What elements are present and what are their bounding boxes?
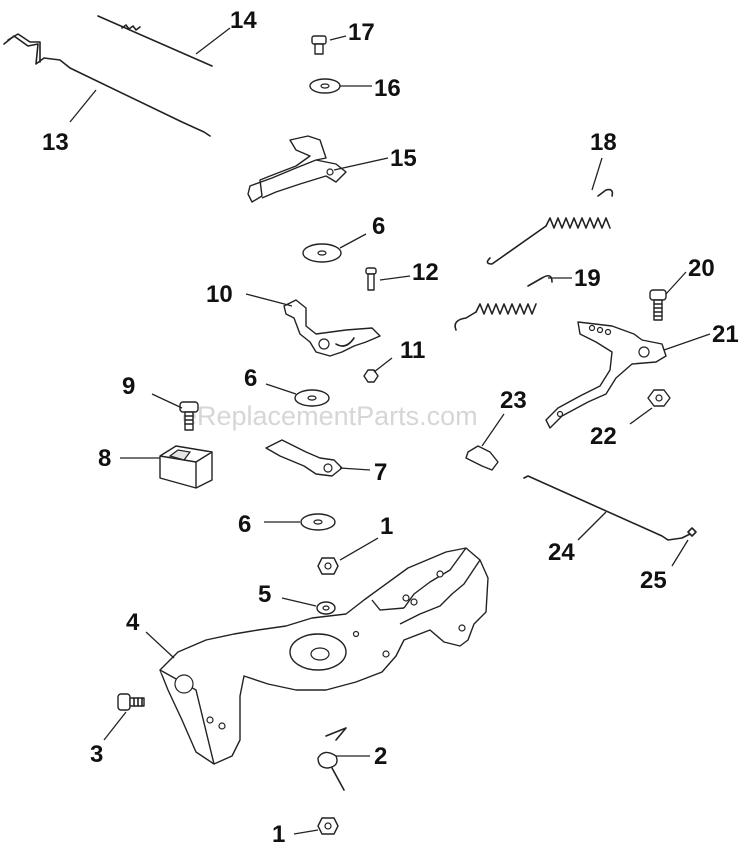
callout-25: 25 xyxy=(640,567,667,594)
callout-1-lower: 1 xyxy=(272,821,285,848)
part-18-spring xyxy=(486,188,614,265)
part-10-lever xyxy=(283,299,381,357)
part-19-spring xyxy=(454,274,553,331)
part-1-nut-lower xyxy=(317,817,339,835)
callout-15: 15 xyxy=(390,145,417,172)
part-8-block xyxy=(159,445,213,489)
callout-13: 13 xyxy=(42,129,69,156)
callout-6-top: 6 xyxy=(372,213,385,240)
part-3-bolt xyxy=(117,693,145,711)
callout-24: 24 xyxy=(548,539,575,566)
part-12-screw xyxy=(365,267,377,291)
callout-21: 21 xyxy=(712,321,739,348)
callout-11: 11 xyxy=(400,337,425,364)
part-17-bolt xyxy=(311,35,327,55)
watermark: eReplacementParts.com xyxy=(182,401,478,431)
callout-10: 10 xyxy=(206,281,233,308)
callout-23: 23 xyxy=(500,387,527,414)
part-11-nut xyxy=(363,369,379,383)
callout-2: 2 xyxy=(374,743,387,770)
callout-1-upper: 1 xyxy=(380,513,393,540)
part-23-clip xyxy=(465,445,499,471)
part-21-control-arm xyxy=(545,321,667,429)
callout-6-lower: 6 xyxy=(238,511,251,538)
callout-17: 17 xyxy=(348,19,375,46)
part-6-washer-lower xyxy=(300,513,336,531)
part-5-nut xyxy=(316,601,336,615)
part-2-spring xyxy=(317,727,347,791)
callout-14: 14 xyxy=(230,7,257,34)
part-25-clip xyxy=(687,527,697,537)
part-13-wire-rod xyxy=(3,35,211,137)
callout-9: 9 xyxy=(122,373,135,400)
callout-6-middle: 6 xyxy=(244,365,257,392)
part-24-rod xyxy=(523,475,691,541)
callout-12: 12 xyxy=(412,259,439,286)
part-20-bolt xyxy=(649,289,667,321)
part-6-washer-top xyxy=(302,243,342,263)
callout-4: 4 xyxy=(126,609,140,636)
part-9-screw xyxy=(179,401,199,431)
part-4-main-bracket xyxy=(159,547,489,765)
part-22-nut xyxy=(647,389,671,407)
part-15-bracket xyxy=(247,135,347,203)
part-14-rod xyxy=(97,15,213,67)
callout-5: 5 xyxy=(258,581,271,608)
callout-16: 16 xyxy=(374,75,401,102)
callout-20: 20 xyxy=(688,255,715,282)
callout-22: 22 xyxy=(590,423,617,450)
callout-8: 8 xyxy=(98,445,111,472)
part-16-washer xyxy=(309,78,341,94)
callout-3: 3 xyxy=(90,741,103,768)
callout-7: 7 xyxy=(374,459,387,486)
part-6-washer-middle xyxy=(294,389,330,407)
callout-19: 19 xyxy=(574,265,601,292)
part-1-nut-upper xyxy=(317,557,339,575)
callout-18: 18 xyxy=(590,129,617,156)
